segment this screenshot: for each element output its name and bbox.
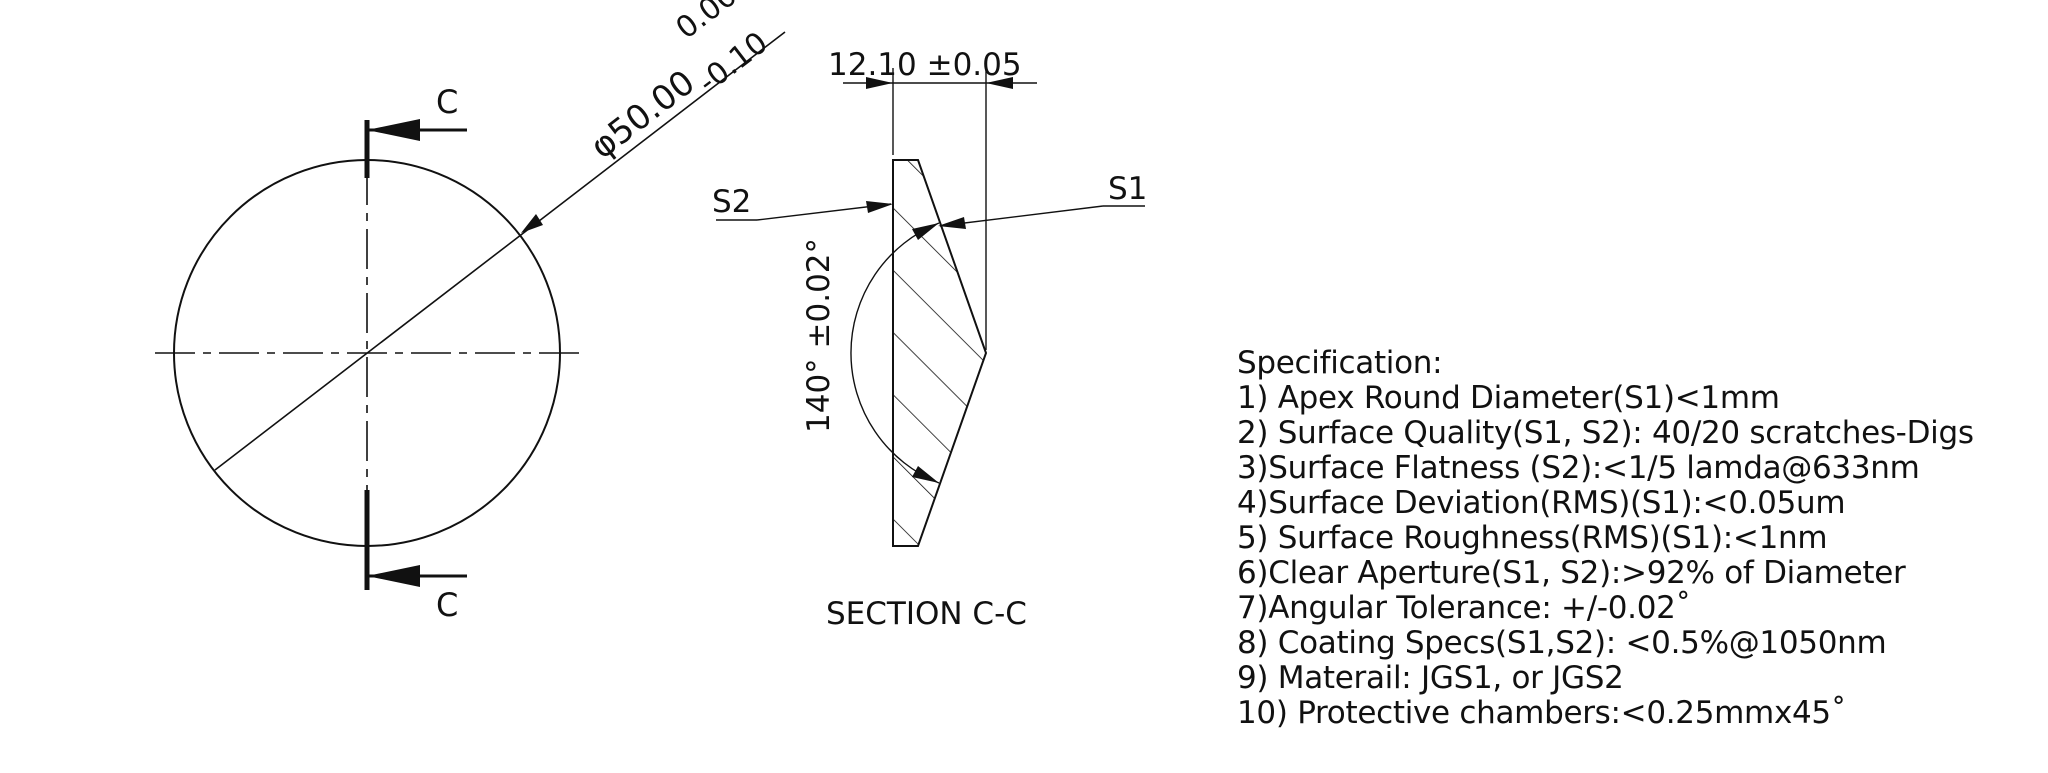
spec-item: 4)Surface Deviation(RMS)(S1):<0.05um: [1237, 485, 1846, 521]
spec-item: 5) Surface Roughness(RMS)(S1):<1nm: [1237, 520, 1828, 556]
diameter-tolerance-upper: 0.00: [670, 0, 744, 46]
angle-arrow-top: [912, 223, 939, 240]
section-mark-top: C: [436, 83, 458, 121]
spec-item: 7)Angular Tolerance: +/-0.02˚: [1237, 590, 1691, 626]
thickness-arrow-right: [986, 77, 1013, 89]
specification-title: Specification:: [1237, 345, 1443, 381]
specification-panel: Specification: 1) Apex Round Diameter(S1…: [1237, 346, 2048, 731]
section-mark-bottom: C: [436, 586, 458, 624]
front-view: φ50.00 0.00 -0.10 C C: [155, 0, 786, 624]
spec-item: 8) Coating Specs(S1,S2): <0.5%@1050nm: [1237, 625, 1887, 661]
section-arrowhead-top: [367, 119, 420, 141]
s2-leader-arrowhead: [866, 201, 893, 213]
spec-item: 2) Surface Quality(S1, S2): 40/20 scratc…: [1237, 415, 1974, 451]
spec-item: 9) Materail: JGS1, or JGS2: [1237, 660, 1624, 696]
s1-leader-line: [939, 205, 1104, 227]
diameter-tolerance-lower: -0.10: [692, 25, 775, 100]
spec-item: 10) Protective chambers:<0.25mmx45˚: [1237, 695, 1847, 731]
spec-item: 3)Surface Flatness (S2):<1/5 lamda@633nm: [1237, 450, 1920, 486]
surface-label-s1: S1: [1108, 171, 1147, 207]
lens-cross-section: [892, 159, 988, 547]
thickness-arrow-left: [866, 77, 893, 89]
thickness-label: 12.10 ±0.05: [828, 47, 1022, 83]
section-arrowhead-bottom: [367, 565, 420, 587]
angle-dimension-arc: [850, 222, 940, 484]
section-view: 12.10 ±0.05 S2 S1 140° ±0.02° SECTION C-…: [712, 47, 1147, 632]
section-title: SECTION C-C: [826, 596, 1027, 632]
diameter-arrowhead: [521, 214, 543, 233]
angle-label: 140° ±0.02°: [801, 238, 837, 433]
spec-item: 6)Clear Aperture(S1, S2):>92% of Diamete…: [1237, 555, 1906, 591]
diameter-leader-line: [214, 31, 786, 471]
s1-leader-arrowhead: [938, 217, 966, 229]
diameter-main-label: φ50.00: [583, 62, 702, 167]
spec-item: 1) Apex Round Diameter(S1)<1mm: [1237, 380, 1780, 416]
surface-label-s2: S2: [712, 184, 751, 220]
angle-arrow-bottom: [912, 466, 939, 483]
